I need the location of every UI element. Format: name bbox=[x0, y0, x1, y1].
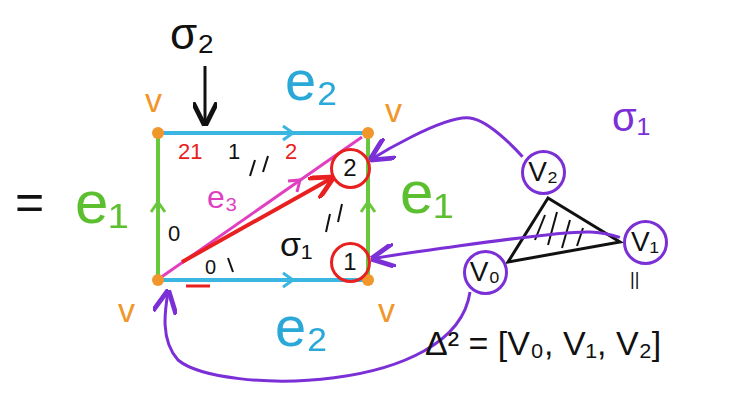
vertex-circle: V₀ bbox=[463, 250, 508, 295]
vertex-dot bbox=[152, 127, 374, 286]
direction-mark bbox=[283, 126, 293, 140]
vertex-order: 1 bbox=[228, 140, 240, 164]
vertex-label: v bbox=[385, 92, 402, 129]
vertex-name: V₁ bbox=[631, 227, 659, 258]
vertex-order: 0 bbox=[168, 222, 180, 246]
vertex-order: 0 bbox=[205, 256, 216, 278]
vertex-label: v bbox=[118, 292, 135, 329]
edge-label: e₁ bbox=[75, 170, 129, 236]
mapping-arrow bbox=[373, 232, 620, 259]
direction-mark bbox=[151, 202, 165, 212]
edge-label: e₂ bbox=[275, 296, 328, 358]
edge-e2-bottom bbox=[158, 278, 368, 282]
edge-e2-top bbox=[158, 131, 368, 135]
equality-mark: || bbox=[630, 270, 639, 290]
simplex-formula: Δ² = [V₀, V₁, V₂] bbox=[425, 325, 661, 362]
hatching bbox=[535, 212, 583, 248]
simplex-triangle bbox=[508, 198, 620, 262]
simplex-name: σ₁ bbox=[612, 95, 650, 139]
red-mark bbox=[186, 285, 210, 288]
edge-label: e₁ bbox=[400, 160, 454, 226]
vertex-name: V₂ bbox=[528, 157, 558, 188]
direction-mark bbox=[283, 273, 293, 287]
vertex-circle: 1 bbox=[330, 242, 371, 283]
vertex-name: 2 bbox=[343, 155, 356, 181]
vertex-circle: V₂ bbox=[521, 150, 566, 195]
edge-label: e₂ bbox=[285, 50, 338, 112]
vertex-name: 1 bbox=[343, 249, 356, 275]
direction-mark bbox=[288, 180, 300, 192]
edge-label: e₃ bbox=[207, 180, 238, 215]
vertex-circle: 2 bbox=[330, 148, 371, 189]
vertex-order: 2 bbox=[285, 140, 297, 164]
leader-line bbox=[165, 292, 470, 381]
simplex-name: σ₁ bbox=[280, 226, 312, 263]
vertex-label: v bbox=[378, 292, 395, 329]
pointer-arrow bbox=[204, 66, 207, 124]
equals-sign: = bbox=[15, 175, 44, 230]
simplex-name: σ₂ bbox=[170, 10, 214, 58]
vertex-name: V₀ bbox=[470, 257, 500, 288]
vertex-order: 21 bbox=[178, 140, 202, 164]
hatching bbox=[228, 156, 342, 272]
vertex-label: v bbox=[145, 82, 162, 119]
direction-mark bbox=[361, 202, 375, 212]
vertex-circle: V₁ bbox=[623, 220, 668, 265]
